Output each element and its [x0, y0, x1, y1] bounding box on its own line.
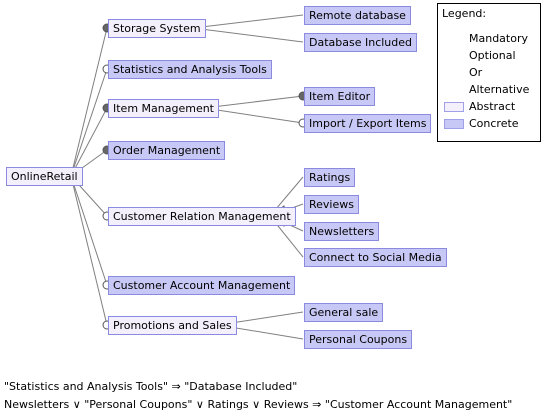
edge-promo	[70, 175, 108, 326]
edge-storage	[70, 27, 108, 177]
edge-itemmgmt	[70, 107, 108, 177]
feature-personal-coupons[interactable]: Personal Coupons	[304, 330, 413, 349]
legend-title: Legend:	[442, 7, 487, 20]
legend-alternative-label: Alternative	[469, 83, 530, 96]
constraint-2: Newsletters ∨ "Personal Coupons" ∨ Ratin…	[4, 398, 513, 411]
edge-remote	[192, 14, 304, 29]
feature-item-editor[interactable]: Item Editor	[304, 87, 376, 106]
feature-remote-database[interactable]: Remote database	[304, 6, 411, 25]
feature-item-management[interactable]: Item Management	[108, 99, 219, 118]
legend-mandatory-label: Mandatory	[469, 32, 529, 45]
edge-account	[70, 175, 108, 286]
legend-concrete-swatch	[444, 119, 464, 129]
feature-import-export[interactable]: Import / Export Items	[304, 114, 432, 133]
feature-statistics-tools[interactable]: Statistics and Analysis Tools	[108, 60, 272, 79]
legend-or-label: Or	[469, 66, 483, 79]
legend-row-abstract: Abstract	[438, 100, 540, 114]
legend-concrete-label: Concrete	[469, 117, 519, 130]
legend-abstract-swatch	[444, 102, 464, 112]
feature-storage-system[interactable]: Storage System	[108, 19, 206, 38]
feature-order-management[interactable]: Order Management	[108, 141, 226, 160]
edge-stats	[70, 68, 108, 177]
legend-box: Legend: Mandatory Optional Or Alternativ…	[437, 3, 541, 142]
legend-row-optional: Optional	[438, 49, 540, 63]
legend-row-or: Or	[438, 66, 540, 80]
legend-optional-label: Optional	[469, 49, 516, 62]
feature-root[interactable]: OnlineRetail	[6, 167, 83, 186]
feature-database-included[interactable]: Database Included	[304, 33, 418, 52]
feature-reviews[interactable]: Reviews	[304, 195, 359, 214]
feature-customer-relation[interactable]: Customer Relation Management	[108, 207, 296, 226]
edge-itemeditor	[203, 95, 304, 109]
edge-dbincluded	[192, 27, 304, 43]
feature-promotions[interactable]: Promotions and Sales	[108, 316, 237, 335]
edge-importexport	[203, 107, 304, 124]
feature-newsletters[interactable]: Newsletters	[304, 222, 380, 241]
legend-abstract-label: Abstract	[469, 100, 516, 113]
legend-row-mandatory: Mandatory	[438, 32, 540, 46]
feature-customer-account[interactable]: Customer Account Management	[108, 276, 296, 295]
feature-social-media[interactable]: Connect to Social Media	[304, 248, 447, 267]
legend-row-alternative: Alternative	[438, 83, 540, 97]
feature-ratings[interactable]: Ratings	[304, 168, 356, 187]
constraint-1: "Statistics and Analysis Tools" ⇒ "Datab…	[4, 380, 298, 393]
legend-row-concrete: Concrete	[438, 117, 540, 131]
feature-general-sale[interactable]: General sale	[304, 303, 384, 322]
